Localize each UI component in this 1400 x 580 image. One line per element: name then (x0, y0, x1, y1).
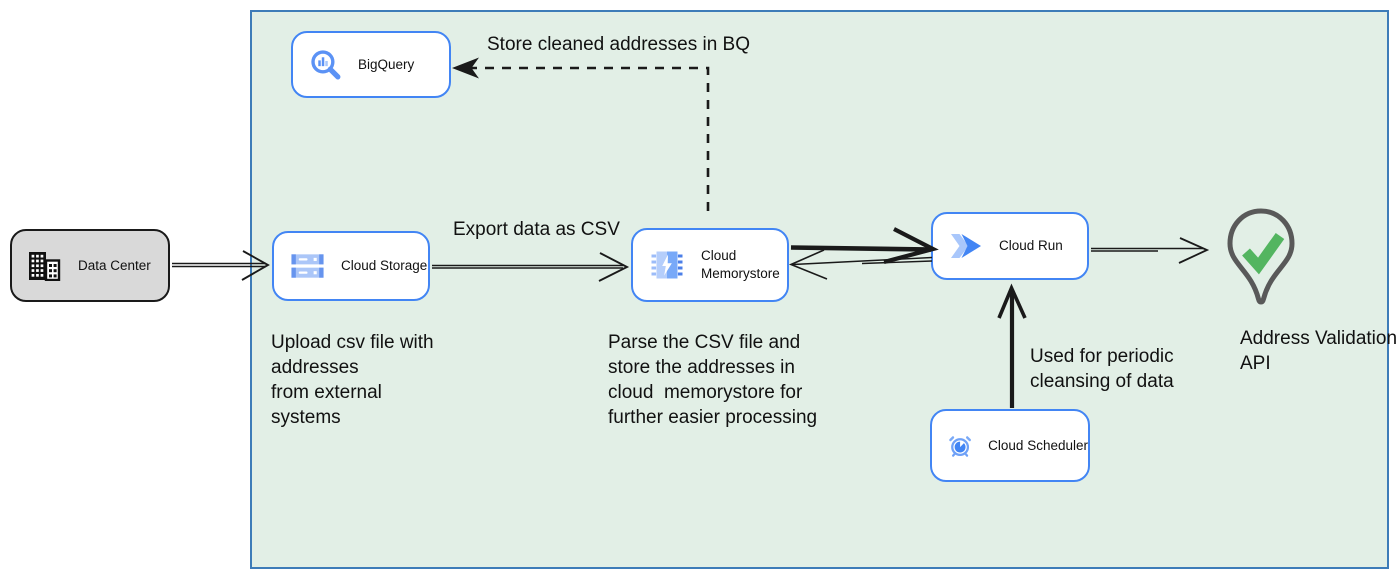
address-validation-pin (1222, 207, 1300, 309)
node-cloud-scheduler: Cloud Scheduler (930, 409, 1090, 482)
node-label-data-center: Data Center (78, 257, 151, 273)
node-label-cloud-memorystore: Cloud Memorystore (701, 248, 780, 281)
scheduler-clock-icon (949, 435, 971, 457)
memorystore-chip-icon (651, 251, 683, 279)
annotation-export-csv: Export data as CSV (453, 219, 620, 240)
annotation-scheduler-note: Used for periodic cleansing of data (1030, 346, 1174, 392)
cloud-run-arrows-icon (951, 234, 981, 258)
map-pin-check-icon (1227, 208, 1295, 305)
node-label-cloud-scheduler: Cloud Scheduler (988, 437, 1088, 453)
annotation-store-bq: Store cleaned addresses in BQ (487, 34, 750, 55)
bigquery-magnifier-icon (311, 50, 341, 80)
node-cloud-run: Cloud Run (931, 212, 1089, 280)
gcp-boundary-container (250, 10, 1389, 569)
node-label-cloud-run: Cloud Run (999, 238, 1063, 254)
node-label-cloud-storage: Cloud Storage (341, 258, 428, 274)
annotation-upload-note: Upload csv file with addresses from exte… (271, 332, 434, 428)
address-validation-api-label: Address Validation API (1240, 328, 1398, 374)
building-icon (29, 251, 61, 281)
node-label-bigquery: BigQuery (358, 56, 415, 72)
node-data-center: Data Center (10, 229, 170, 302)
node-cloud-memorystore: Cloud Memorystore (631, 228, 789, 302)
annotation-parse-note: Parse the CSV file and store the address… (608, 332, 818, 428)
node-cloud-storage: Cloud Storage (272, 231, 430, 301)
node-bigquery: BigQuery (291, 31, 451, 98)
storage-buckets-icon (291, 253, 324, 278)
